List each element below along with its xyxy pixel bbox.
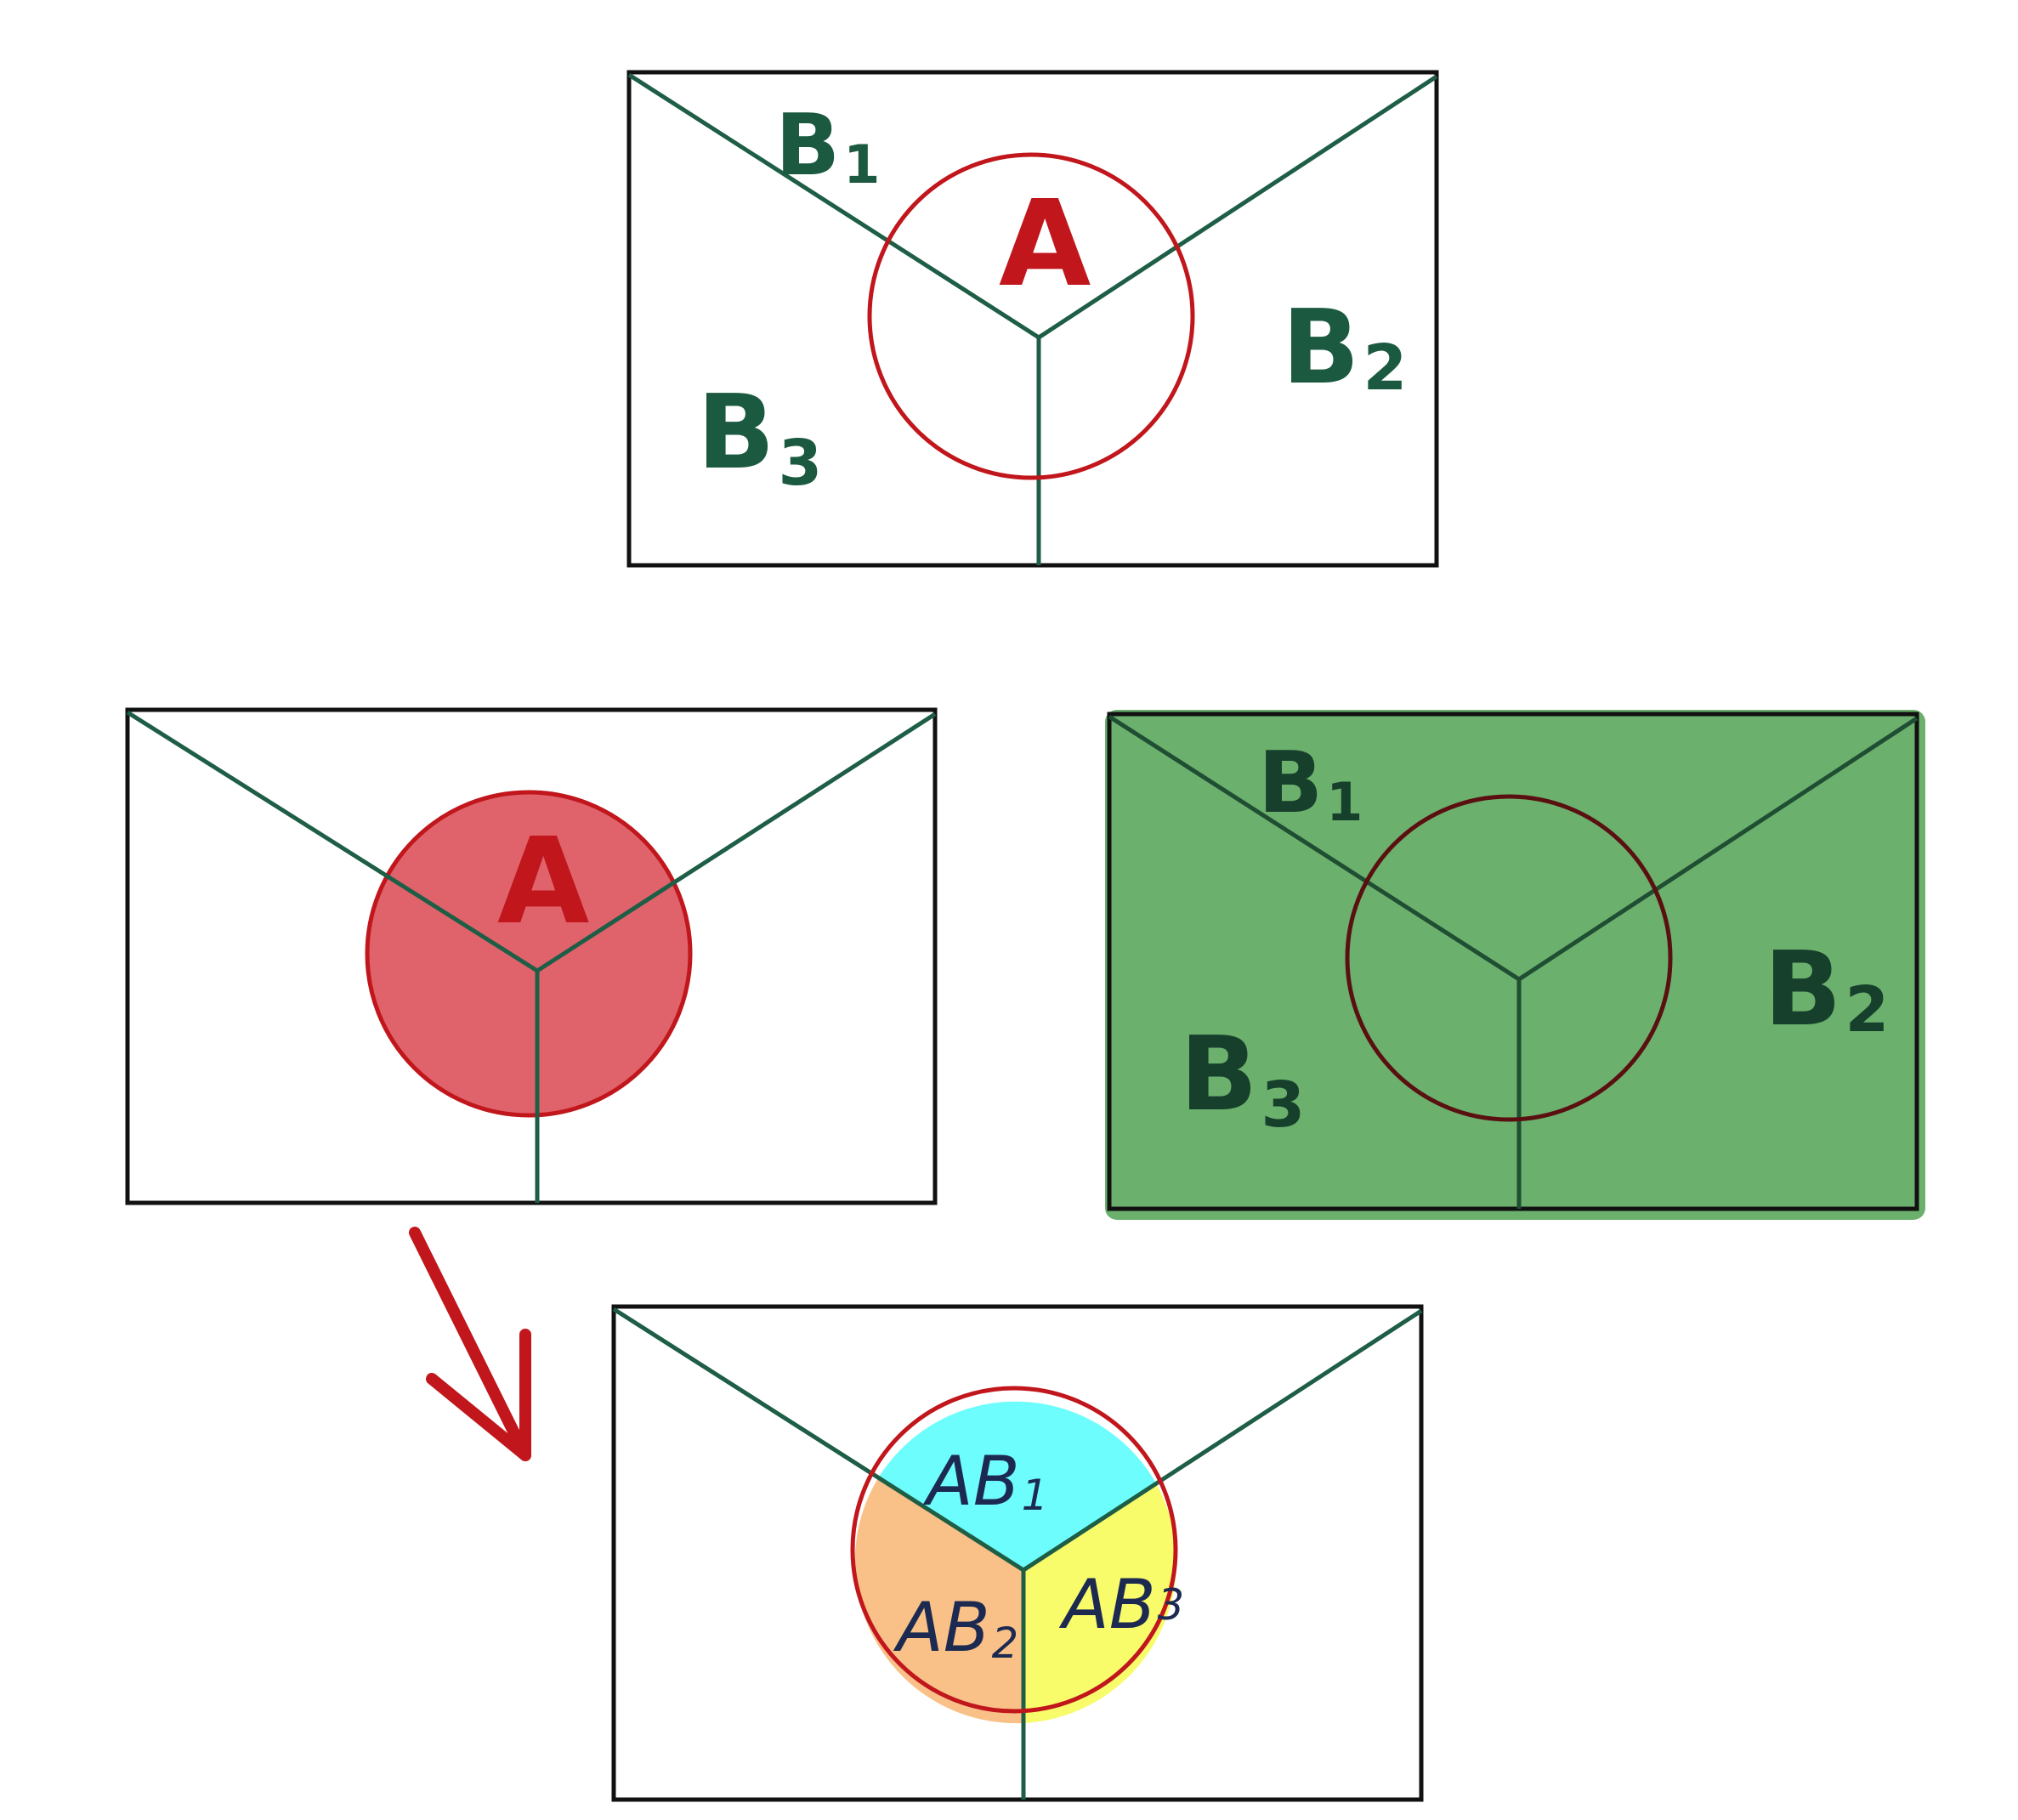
partition-line-right [1037, 74, 1438, 340]
label-a: A [497, 813, 589, 951]
arrow-down-right-icon [409, 1227, 531, 1461]
panel-partition-b: B1 B2 B3 [1105, 710, 1925, 1220]
label-b3: B3 [1180, 1016, 1305, 1142]
event-a-fill [365, 790, 693, 1118]
panel-partition-b-frame [1107, 712, 1919, 1211]
panel-event-a: A [125, 707, 938, 1205]
partition-line-right [536, 712, 937, 973]
label-b1: B1 [1258, 733, 1363, 833]
partition-line-right [1517, 716, 1919, 982]
label-ab1: AB1 [922, 1442, 1048, 1521]
partition-line-right [1022, 1308, 1423, 1573]
label-ab3: AB3 [1058, 1565, 1184, 1644]
label-a: A [999, 175, 1091, 314]
partition-line-left [627, 72, 1040, 340]
panel-top: A B1 B2 B3 [626, 70, 1439, 568]
label-b2: B2 [1764, 931, 1889, 1049]
panel-partition-b-fill [1105, 710, 1925, 1220]
label-b1: B1 [775, 95, 880, 196]
label-ab2: AB2 [893, 1588, 1018, 1668]
event-a-circle [850, 1386, 1178, 1714]
panel-intersections: AB1 AB2 AB3 [611, 1304, 1424, 1802]
event-a-circle [867, 152, 1195, 480]
partition-line-left [1108, 714, 1521, 982]
label-b2: B2 [1282, 289, 1407, 407]
partition-line-left [126, 710, 539, 973]
region-ab3 [1023, 1483, 1176, 1723]
event-a-circle [1345, 794, 1673, 1122]
label-b3: B3 [697, 374, 822, 500]
partition-line-left [612, 1307, 1025, 1573]
